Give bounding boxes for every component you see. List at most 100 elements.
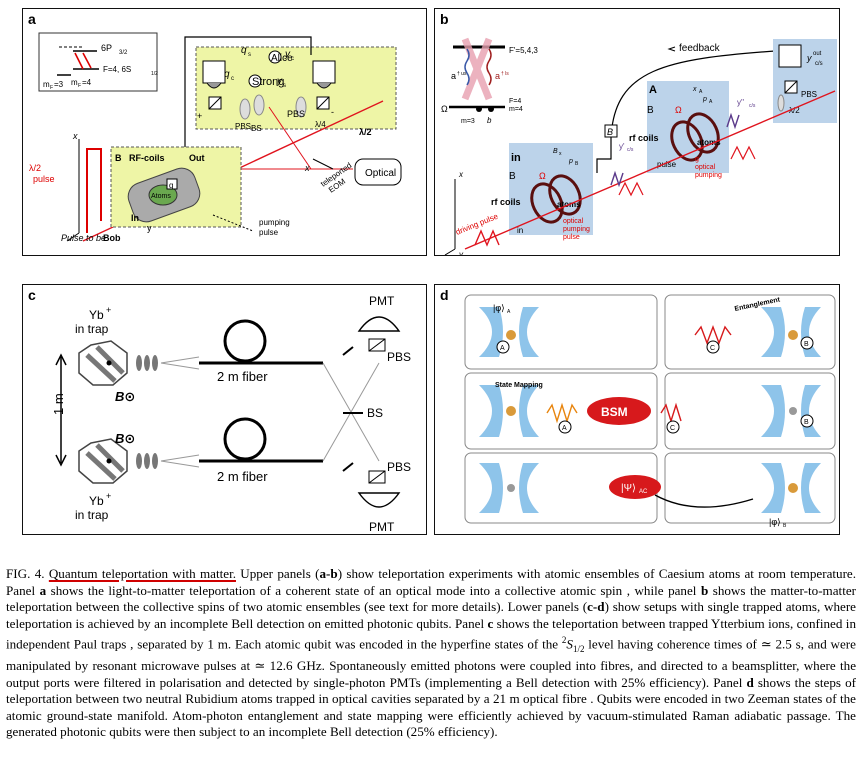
svg-text:Optical: Optical	[365, 168, 396, 179]
panel-label-b: b	[440, 11, 449, 27]
panel-d-diagram: |φ⟩ A A Entanglement B C State Mapping A…	[464, 294, 836, 529]
svg-text:y: y	[806, 53, 812, 63]
svg-text:c: c	[231, 76, 234, 82]
fiber-loop-top	[223, 319, 267, 363]
level-scheme-box	[38, 32, 158, 92]
svg-text:λ/4: λ/4	[315, 120, 326, 129]
svg-text:B: B	[553, 148, 558, 155]
fiber-loop-bottom	[223, 417, 267, 461]
svg-text:y: y	[276, 76, 283, 87]
svg-text:Ω: Ω	[539, 171, 546, 181]
b-field-top: B⊙	[115, 389, 135, 404]
figure: a 6P 3/2 F=4, 6S 1/2 m F =3 m F =4 Alice	[22, 5, 840, 560]
panel-c-diagram: Yb + in trap B⊙ 2 m fiber Yb + in trap B…	[51, 294, 411, 534]
svg-text:pulse: pulse	[657, 160, 677, 169]
svg-text:optical: optical	[695, 164, 716, 171]
svg-text:F'=5,4,3: F'=5,4,3	[509, 46, 538, 55]
caption-title: Quantum teleportation with matter.	[48, 566, 236, 581]
svg-text:c/s: c/s	[627, 147, 634, 153]
figure-caption: FIG. 4. Quantum teleportation with matte…	[6, 566, 857, 740]
svg-text:PMT: PMT	[369, 520, 395, 534]
svg-text:y: y	[458, 250, 464, 256]
ion-top-label: Yb	[89, 308, 104, 322]
pbs-label-bottom: PBS	[387, 460, 411, 474]
svg-text:BS: BS	[251, 124, 262, 133]
cavity-b2	[761, 385, 821, 437]
svg-text:b: b	[487, 116, 492, 125]
svg-text:in trap: in trap	[75, 508, 109, 522]
svg-text:m: m	[71, 78, 78, 87]
psi-node	[609, 475, 661, 499]
svg-text:m=4: m=4	[509, 106, 523, 113]
svg-text:Pulse to be: Pulse to be	[61, 233, 106, 243]
svg-text:in: in	[511, 152, 521, 164]
svg-text:y: y	[147, 223, 152, 233]
svg-text:A: A	[507, 309, 511, 315]
svg-text:λ/2: λ/2	[789, 106, 800, 115]
ion-trap-bottom	[78, 438, 128, 484]
svg-text:c: c	[291, 56, 294, 62]
detector-right	[312, 60, 336, 84]
svg-text:pulse: pulse	[563, 234, 580, 241]
svg-text:y'': y''	[737, 98, 745, 107]
cavity-a2	[479, 385, 539, 437]
svg-text:A: A	[562, 425, 567, 432]
svg-text:s: s	[248, 52, 251, 58]
alice-region	[195, 46, 397, 130]
svg-text:+: +	[106, 305, 111, 315]
svg-text:Strong: Strong	[252, 76, 284, 88]
panel-a: a 6P 3/2 F=4, 6S 1/2 m F =3 m F =4 Alice	[22, 8, 427, 256]
figure-number: FIG. 4.	[6, 566, 45, 581]
svg-text:pulse: pulse	[33, 174, 55, 184]
panel-a-diagram: 6P 3/2 F=4, 6S 1/2 m F =3 m F =4 Alice S…	[29, 32, 402, 243]
svg-text:A: A	[649, 84, 657, 96]
svg-text:1/2: 1/2	[151, 71, 158, 77]
svg-text:B: B	[804, 419, 809, 426]
panel-b-diagram: F'=5,4,3 a † us a † ls Ω F=4 m=4 m=3 b f…	[441, 37, 837, 256]
b-field-bottom: B⊙	[115, 431, 135, 446]
svg-text:B: B	[783, 523, 787, 529]
fiber-label-bottom: 2 m fiber	[217, 469, 268, 484]
svg-text:B: B	[509, 171, 516, 182]
svg-text:pumping: pumping	[695, 172, 722, 179]
svg-text:q: q	[241, 45, 247, 56]
svg-text:x: x	[692, 86, 697, 93]
svg-text:=4: =4	[82, 78, 92, 87]
svg-text:driving pulse: driving pulse	[454, 211, 500, 236]
svg-text:p: p	[568, 158, 573, 165]
eom-box	[354, 158, 402, 186]
svg-text:F=4: F=4	[509, 98, 521, 105]
svg-text:PBS: PBS	[235, 122, 251, 131]
feedback-line	[610, 50, 776, 138]
cavity-b3	[761, 463, 821, 513]
svg-text:Out: Out	[189, 153, 205, 163]
svg-text:C: C	[670, 425, 675, 432]
svg-text:+: +	[106, 491, 111, 501]
svg-text:B: B	[607, 127, 613, 137]
svg-text:pumping: pumping	[563, 226, 590, 233]
panel-label-a: a	[28, 11, 36, 27]
svg-text:B: B	[115, 153, 122, 163]
svg-text:State Mapping: State Mapping	[495, 382, 543, 389]
svg-text:s: s	[283, 83, 286, 89]
laser-beam-b	[464, 90, 836, 250]
pbs-label-top: PBS	[387, 350, 411, 364]
bob-label: Bob	[103, 233, 121, 243]
svg-text:a: a	[451, 71, 456, 81]
svg-text:c/s: c/s	[749, 103, 756, 109]
panel-b: b F'=5,4,3 a † us a † ls Ω F=4 m=4 m=3 b…	[434, 8, 840, 256]
svg-text:out: out	[813, 51, 822, 57]
svg-text:rf coils: rf coils	[629, 133, 659, 143]
cavity-a3	[479, 463, 539, 513]
svg-text:B: B	[804, 341, 809, 348]
distance-label: 1 m	[51, 393, 66, 415]
svg-text:m=3: m=3	[461, 118, 475, 125]
svg-text:x: x	[458, 170, 464, 179]
svg-text:optical: optical	[563, 218, 584, 225]
svg-text:in: in	[517, 226, 523, 235]
svg-text:A: A	[709, 99, 713, 105]
svg-text:|φ⟩: |φ⟩	[769, 517, 781, 527]
svg-text:y': y'	[619, 142, 625, 151]
svg-text:a: a	[495, 71, 500, 81]
svg-text:† us: † us	[457, 71, 467, 77]
